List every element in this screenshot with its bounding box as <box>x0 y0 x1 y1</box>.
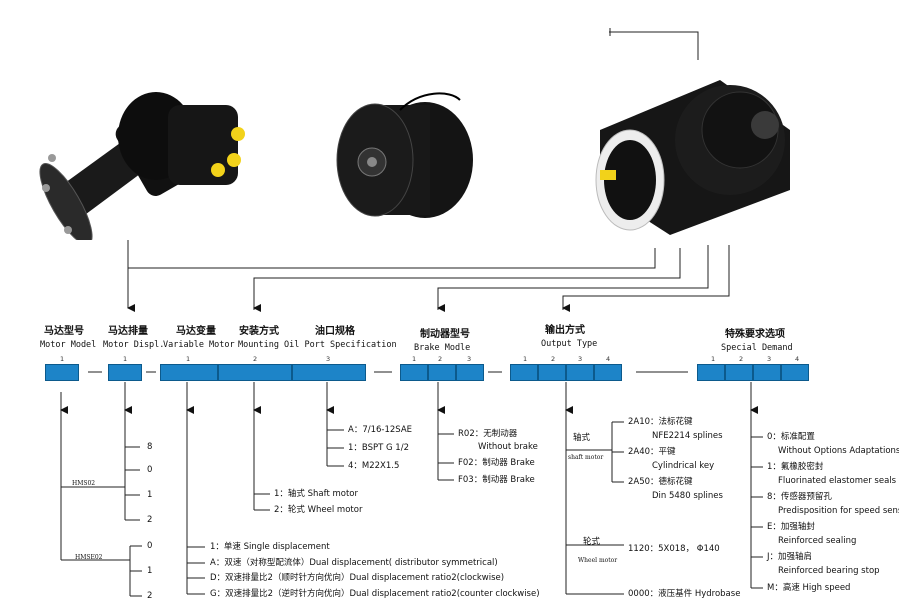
output-option: 2A50：德标花键 <box>628 477 693 487</box>
brake-option: F03：制动器 Brake <box>458 475 535 485</box>
code-box-output-4 <box>594 364 622 381</box>
special-option-en: Reinforced bearing stop <box>778 566 880 576</box>
oil-port-title-en: Oil Port Specification <box>284 340 397 350</box>
position-number: 3 <box>467 355 472 363</box>
output-option-en: Din 5480 splines <box>652 491 723 501</box>
output-shaft-label-zh: 轴式 <box>573 433 591 443</box>
variable-option: G：双速排量比2（逆时针方向优向）Dual displacement ratio… <box>210 589 540 599</box>
special-option-en: Predisposition for speed sensor <box>778 506 899 516</box>
code-box-oil-port <box>292 364 366 381</box>
code-box-brake-3 <box>456 364 484 381</box>
code-box-brake-1 <box>400 364 428 381</box>
code-box-mounting <box>218 364 292 381</box>
large-motor-photo <box>595 80 790 235</box>
special-option: E：加强轴封 <box>767 522 815 532</box>
code-box-special-4 <box>781 364 809 381</box>
brake-title-en: Brake Modle <box>414 343 471 353</box>
special-option: 8：传感器预留孔 <box>767 492 832 502</box>
output-option-en: NFE2214 splines <box>652 431 723 441</box>
oil-port-title-zh: 油口规格 <box>315 326 355 337</box>
output-title-zh: 输出方式 <box>545 325 585 336</box>
displacement-value: 1 <box>147 490 153 500</box>
special-option-en: Reinforced sealing <box>778 536 857 546</box>
code-box-special-1 <box>697 364 725 381</box>
variable-motor-title-zh: 马达变量 <box>176 326 216 337</box>
position-number: 2 <box>551 355 556 363</box>
brake-option: F02：制动器 Brake <box>458 458 535 468</box>
variable-option: D：双速排量比2（顺时针方向优向）Dual displacement ratio… <box>210 573 505 583</box>
code-box-output-1 <box>510 364 538 381</box>
position-number: 1 <box>186 355 191 363</box>
code-box-output-3 <box>566 364 594 381</box>
oil-port-option: 1：BSPT G 1/2 <box>348 443 409 453</box>
displacement-value: 2 <box>147 591 153 601</box>
special-title-zh: 特殊要求选项 <box>725 329 785 340</box>
position-number: 1 <box>123 355 128 363</box>
mounting-option: 2：轮式 Wheel motor <box>274 505 363 515</box>
model-hmse02: HMSE02 <box>75 554 103 561</box>
wheel-motor-photo <box>336 92 473 218</box>
brake-title-zh: 制动器型号 <box>420 329 470 340</box>
special-title-en: Special Demand <box>721 343 793 353</box>
variable-motor-title-en: Variable Motor <box>163 340 235 350</box>
displacement-value: 2 <box>147 515 153 525</box>
position-number: 1 <box>60 355 65 363</box>
brake-option: R02：无制动器 <box>458 429 518 439</box>
position-number: 3 <box>326 355 331 363</box>
shaft-motor-photo <box>39 92 245 240</box>
position-number: 1 <box>412 355 417 363</box>
code-box-output-2 <box>538 364 566 381</box>
motor-displ-title-zh: 马达排量 <box>108 326 148 337</box>
output-option: 1120：5X018， Φ140 <box>628 544 720 554</box>
output-option: 2A40：平键 <box>628 447 676 457</box>
special-option-en: Fluorinated elastomer seals <box>778 476 897 486</box>
mounting-title-zh: 安装方式 <box>239 326 279 337</box>
displacement-value: 0 <box>147 465 153 475</box>
special-option: 1：氟橡胶密封 <box>767 462 824 472</box>
model-hms02: HMS02 <box>72 480 96 487</box>
output-option: 0000：液压基件 Hydrobase <box>628 589 741 599</box>
output-shaft-label-en: shaft motor <box>568 454 604 461</box>
output-title-en: Output Type <box>541 339 598 349</box>
oil-port-option: A：7/16-12SAE <box>348 425 413 435</box>
special-option: 0：标准配置 <box>767 432 815 442</box>
oil-port-option: 4：M22X1.5 <box>348 461 400 471</box>
mounting-title-en: Mounting <box>238 340 279 350</box>
code-box-special-3 <box>753 364 781 381</box>
position-number: 2 <box>253 355 258 363</box>
special-option-en: Without Options Adaptations <box>778 446 899 456</box>
code-box-variable <box>160 364 218 381</box>
brake-option-en: Without brake <box>478 442 538 452</box>
code-box-motor-model <box>45 364 79 381</box>
output-option: 2A10：法标花键 <box>628 417 693 427</box>
position-number: 2 <box>438 355 443 363</box>
position-number: 2 <box>739 355 744 363</box>
special-option: J：加强轴肩 <box>767 552 813 562</box>
displacement-value: 0 <box>147 541 153 551</box>
output-option-en: Cylindrical key <box>652 461 715 471</box>
code-box-displacement <box>108 364 142 381</box>
motor-model-title-en: Motor Model <box>40 340 97 350</box>
position-number: 3 <box>578 355 583 363</box>
output-wheel-label-zh: 轮式 <box>583 537 601 547</box>
code-box-brake-2 <box>428 364 456 381</box>
code-box-special-2 <box>725 364 753 381</box>
output-wheel-label-en: Wheel motor <box>578 557 618 564</box>
variable-option: 1：单速 Single displacement <box>210 542 330 552</box>
special-option: M：高速 High speed <box>767 583 851 593</box>
position-number: 4 <box>606 355 611 363</box>
position-number: 1 <box>523 355 528 363</box>
position-number: 3 <box>767 355 772 363</box>
motor-model-title-zh: 马达型号 <box>44 326 84 337</box>
position-number: 1 <box>711 355 716 363</box>
motor-displ-title-en: Motor Displ. <box>103 340 165 350</box>
displacement-value: 1 <box>147 566 153 576</box>
variable-option: A：双速（对称型配流体）Dual displacement( distribut… <box>210 558 498 568</box>
mounting-option: 1：轴式 Shaft motor <box>274 489 358 499</box>
position-number: 4 <box>795 355 800 363</box>
displacement-value: 8 <box>147 442 153 452</box>
